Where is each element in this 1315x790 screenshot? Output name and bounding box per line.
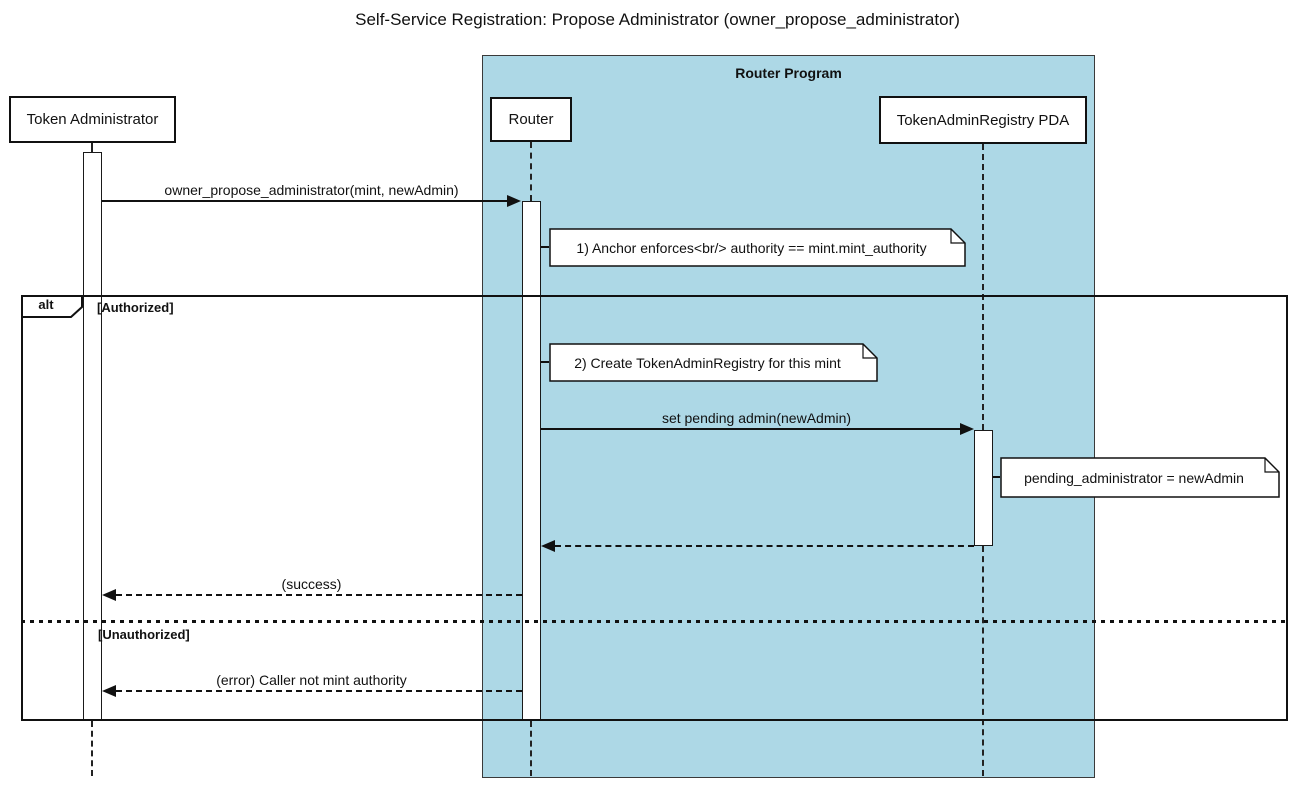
alt-divider — [21, 620, 1288, 623]
note-shape-icon — [549, 343, 878, 382]
activation-bar-token-admin-registry-pda — [974, 430, 993, 546]
message-registry-return-line — [555, 545, 974, 547]
note-text: 2) Create TokenAdminRegistry for this mi… — [574, 354, 841, 371]
note-anchor-enforces: 1) Anchor enforces<br/> authority == min… — [549, 228, 966, 267]
note-shape-icon — [549, 228, 966, 267]
arrowhead-right-icon — [960, 423, 974, 435]
alt-guard-authorized: [Authorized] — [97, 300, 174, 315]
participant-box-router: Router — [490, 97, 572, 142]
lifeline-token-admin-registry-pda — [982, 144, 984, 430]
alt-frame — [21, 295, 1288, 721]
note-connector — [993, 476, 1000, 478]
note-connector — [541, 246, 549, 248]
router-program-label: Router Program — [735, 65, 842, 81]
arrowhead-left-icon — [102, 685, 116, 697]
lifeline-token-administrator — [91, 143, 93, 152]
alt-guard-unauthorized: [Unauthorized] — [98, 627, 190, 642]
note-text: pending_administrator = newAdmin — [1024, 469, 1244, 486]
lifeline-router — [530, 142, 532, 201]
alt-pentagon-icon — [21, 295, 83, 318]
note-create-registry: 2) Create TokenAdminRegistry for this mi… — [549, 343, 878, 382]
page-title: Self-Service Registration: Propose Admin… — [355, 10, 960, 29]
router-program-box — [482, 55, 1095, 778]
arrowhead-left-icon — [102, 589, 116, 601]
arrowhead-left-icon — [541, 540, 555, 552]
participant-label: Router — [508, 111, 554, 128]
message-success-line — [116, 594, 522, 596]
participant-box-token-administrator: Token Administrator — [9, 96, 176, 143]
message-set-pending-admin-label: set pending admin(newAdmin) — [661, 410, 852, 426]
lifeline-token-administrator — [91, 721, 93, 776]
participant-label: TokenAdminRegistry PDA — [896, 111, 1070, 129]
message-owner-propose-administrator-label: owner_propose_administrator(mint, newAdm… — [164, 182, 459, 198]
lifeline-router — [530, 721, 532, 776]
message-error-line — [116, 690, 522, 692]
note-text: 1) Anchor enforces<br/> authority == min… — [576, 239, 927, 256]
alt-operator-badge — [21, 295, 83, 318]
participant-box-token-admin-registry-pda: TokenAdminRegistry PDA — [879, 96, 1087, 144]
alt-operator-label: alt — [38, 297, 54, 312]
lifeline-token-admin-registry-pda — [982, 546, 984, 776]
note-shape-icon — [1000, 457, 1280, 498]
message-error-label: (error) Caller not mint authority — [216, 672, 407, 688]
note-pending-administrator: pending_administrator = newAdmin — [1000, 457, 1280, 498]
note-connector — [541, 361, 549, 363]
message-set-pending-admin-line — [541, 428, 960, 430]
message-owner-propose-administrator-line — [102, 200, 507, 202]
message-success-label: (success) — [281, 576, 342, 592]
arrowhead-right-icon — [507, 195, 521, 207]
participant-label: Token Administrator — [26, 111, 159, 128]
